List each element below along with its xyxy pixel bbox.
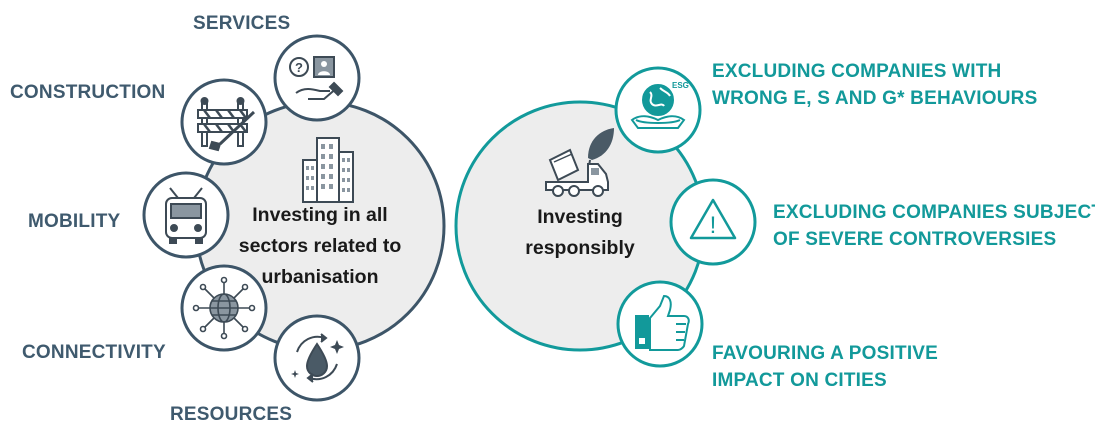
- right-hub-line-1: Investing: [537, 206, 623, 228]
- sector-label-resources: RESOURCES: [170, 404, 293, 425]
- svg-text:!: !: [710, 212, 717, 239]
- sector-label-services: SERVICES: [193, 13, 291, 34]
- principle-esg-line-1: EXCLUDING COMPANIES WITH: [712, 61, 1002, 82]
- left-hub-line-3: urbanisation: [261, 266, 379, 288]
- principle-controversies-line-2: OF SEVERE CONTROVERSIES: [773, 229, 1057, 250]
- eco-truck-icon: [545, 128, 614, 197]
- buildings-icon: [302, 137, 354, 203]
- principle-controversies-circle: [669, 178, 757, 266]
- principle-controversies-line-1: EXCLUDING COMPANIES SUBJECT: [773, 202, 1095, 223]
- esg-globe-hand-icon: ESG: [630, 81, 689, 129]
- warning-triangle-icon: !: [689, 198, 737, 240]
- principle-label-positive: FAVOURING A POSITIVE IMPACT ON CITIES: [712, 340, 938, 394]
- construction-barrier-icon: [197, 97, 256, 152]
- sector-label-mobility: MOBILITY: [28, 211, 121, 232]
- left-hub-line-2: sectors related to: [238, 235, 402, 257]
- sector-label-connectivity: CONNECTIVITY: [22, 342, 166, 363]
- principle-positive-line-1: FAVOURING A POSITIVE: [712, 343, 939, 364]
- left-hub-text: Investing in all sectors related to urba…: [220, 200, 420, 293]
- svg-text:ESG: ESG: [672, 81, 689, 90]
- sector-label-construction: CONSTRUCTION: [10, 82, 166, 103]
- right-hub-line-2: responsibly: [525, 237, 635, 259]
- principle-label-esg: EXCLUDING COMPANIES WITH WRONG E, S AND …: [712, 58, 1037, 112]
- principle-label-controversies: EXCLUDING COMPANIES SUBJECT OF SEVERE CO…: [773, 199, 1095, 253]
- services-hand-icon: ?: [289, 56, 344, 100]
- water-drop-recycle-icon: [291, 333, 344, 383]
- sector-construction-circle: [180, 78, 268, 166]
- svg-text:?: ?: [295, 60, 303, 75]
- trolleybus-icon: [165, 187, 207, 244]
- thumbs-up-icon: [635, 294, 690, 351]
- network-globe-icon: [192, 276, 256, 340]
- left-hub-line-1: Investing in all: [252, 204, 388, 226]
- principle-positive-line-2: IMPACT ON CITIES: [712, 370, 887, 391]
- principle-esg-line-2: WRONG E, S AND G* BEHAVIOURS: [712, 88, 1038, 109]
- right-hub-text: Investing responsibly: [480, 202, 680, 264]
